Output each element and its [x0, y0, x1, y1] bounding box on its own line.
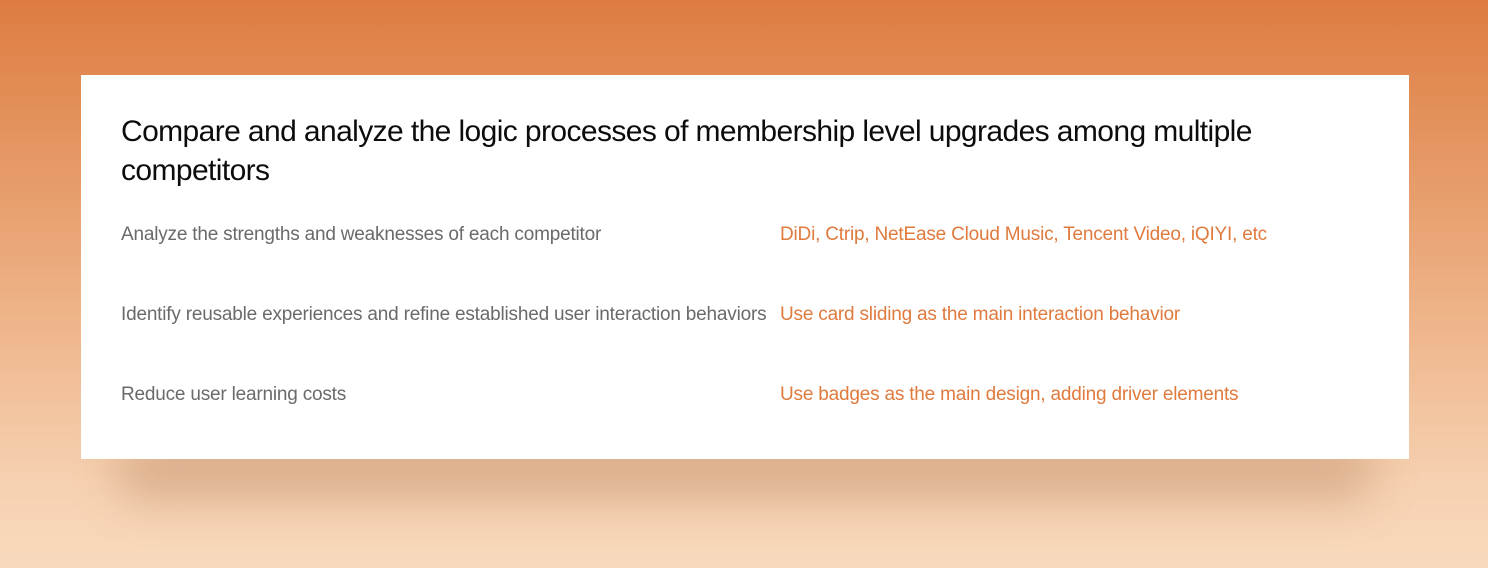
competitor-analysis-card: Compare and analyze the logic processes … [81, 75, 1409, 459]
row-label: Identify reusable experiences and refine… [121, 304, 767, 325]
row-value: Use card sliding as the main interaction… [780, 304, 1180, 325]
row-value: DiDi, Ctrip, NetEase Cloud Music, Tencen… [780, 224, 1267, 245]
row-label: Analyze the strengths and weaknesses of … [121, 224, 602, 245]
analysis-row: Analyze the strengths and weaknesses of … [121, 223, 1369, 303]
analysis-rows: Analyze the strengths and weaknesses of … [121, 223, 1369, 463]
row-label: Reduce user learning costs [121, 384, 347, 405]
analysis-row: Identify reusable experiences and refine… [121, 303, 1369, 383]
analysis-row: Reduce user learning costs Use badges as… [121, 383, 1369, 463]
card-title: Compare and analyze the logic processes … [121, 115, 1252, 187]
row-value: Use badges as the main design, adding dr… [780, 384, 1239, 405]
